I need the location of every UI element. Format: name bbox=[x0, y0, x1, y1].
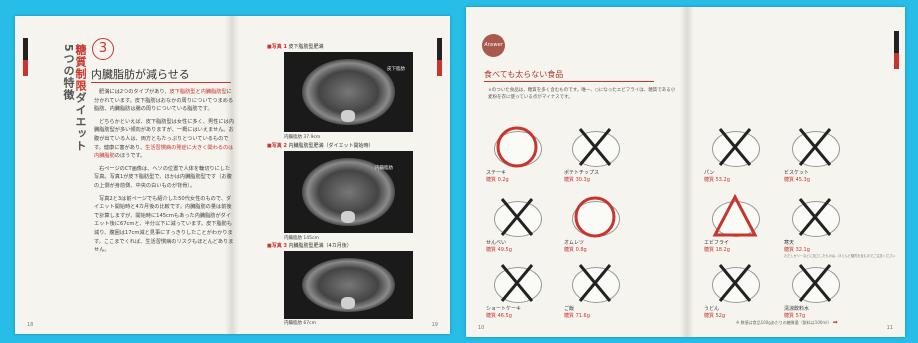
vertical-title-red: 糖質制限 bbox=[74, 44, 87, 92]
page-number: 19 bbox=[431, 322, 438, 328]
fat-value: 内臓脂肪 67cm bbox=[284, 321, 317, 326]
circle-mark-icon bbox=[574, 196, 616, 238]
vertical-title-main: ダイエット bbox=[74, 92, 87, 152]
paragraph: 右ページのCT画像は、ヘソの位置で人体を輪切りにした写真。写真1が皮下脂肪型で、… bbox=[94, 165, 232, 189]
cross-mark-icon bbox=[578, 264, 612, 302]
page-number: 18 bbox=[27, 322, 34, 328]
section-number: 3 bbox=[92, 38, 114, 60]
food-name: 寒天 bbox=[784, 240, 795, 246]
cross-mark-icon bbox=[500, 198, 534, 236]
answer-intro: ×のついた食品は、糖質を多く含むものです。唯一、○になったエビフライは、糖質であ… bbox=[488, 88, 676, 100]
fat-value: 内臓脂肪 37.9cm bbox=[284, 135, 321, 140]
food-item: オムレツ糖質 0.8g bbox=[564, 193, 626, 255]
food-name: オムレツ bbox=[564, 240, 584, 246]
food-item: 清涼飲料水糖質 57g bbox=[784, 259, 846, 321]
page-number: 10 bbox=[478, 325, 485, 331]
arrow-right-icon: ➡ bbox=[832, 319, 838, 326]
food-item: うどん糖質 52g bbox=[704, 259, 766, 321]
page-edge-tab-red bbox=[894, 53, 899, 69]
page-edge-tab bbox=[437, 38, 442, 60]
food-sugar: 糖質 32.1g bbox=[784, 247, 810, 253]
food-name: 清涼飲料水 bbox=[784, 306, 810, 312]
food-name: せんべい bbox=[486, 240, 507, 246]
answer-title-rule bbox=[484, 81, 654, 82]
figure-caption: ■写真 2 内臓脂肪型肥満（ダイエット開始時） bbox=[267, 143, 374, 149]
food-sugar: 糖質 49.5g bbox=[486, 247, 512, 253]
section-title: 内臓脂肪が減らせる bbox=[91, 68, 190, 81]
ct-scan-image: 皮下脂肪 bbox=[284, 52, 413, 132]
cross-mark-icon bbox=[798, 128, 832, 166]
cross-mark-icon bbox=[718, 264, 752, 302]
food-sugar: 糖質 52g bbox=[704, 313, 726, 319]
figure-caption: ■写真 3 内臓脂肪型肥満（4カ月後） bbox=[267, 243, 352, 249]
food-sugar: 糖質 18.2g bbox=[704, 247, 730, 253]
body-text: 肥満には2つのタイプがあり、皮下脂肪型と内臓脂肪型に分かれています。皮下脂肪はお… bbox=[94, 88, 234, 259]
page-edge-tab-red bbox=[23, 60, 28, 76]
food-item: せんべい糖質 49.5g bbox=[486, 193, 548, 255]
fat-value: 内臓脂肪 145cm bbox=[284, 236, 319, 241]
book-gutter bbox=[225, 16, 239, 334]
page-number: 11 bbox=[886, 325, 893, 331]
page-edge-tab bbox=[23, 38, 28, 60]
food-name: ご飯 bbox=[564, 306, 575, 312]
food-sugar: 糖質 46.5g bbox=[486, 313, 512, 319]
food-item: ショートケーキ糖質 46.5g bbox=[486, 259, 548, 321]
section-title-rule bbox=[91, 82, 231, 83]
food-sugar: 糖質 45.3g bbox=[784, 177, 810, 183]
food-name: エビフライ bbox=[704, 240, 730, 246]
page-edge-tab-red bbox=[437, 60, 442, 76]
food-item: ビスケット糖質 45.3g bbox=[784, 123, 846, 185]
cross-mark-icon bbox=[718, 128, 752, 166]
paragraph: 肥満には2つのタイプがあり、皮下脂肪型と内臓脂肪型に分かれています。皮下脂肪はお… bbox=[94, 89, 234, 113]
food-item: ご飯糖質 71.6g bbox=[564, 259, 626, 321]
answer-title: 食べても太らない食品 bbox=[484, 70, 564, 79]
answer-badge: Answer bbox=[482, 34, 505, 57]
food-sugar: 糖質 71.6g bbox=[564, 313, 590, 319]
ct-label: 皮下脂肪 bbox=[387, 67, 405, 72]
food-name: パン bbox=[704, 170, 715, 176]
food-sugar: 糖質 30.3g bbox=[564, 177, 590, 183]
food-name: ビスケット bbox=[784, 170, 810, 176]
cross-mark-icon bbox=[578, 128, 612, 166]
chapter-vertical-title: 糖質制限ダイエット 5つの特徴 bbox=[62, 44, 87, 152]
ct-scan-image bbox=[284, 251, 413, 319]
book-gutter bbox=[680, 7, 694, 337]
food-name: ステーキ bbox=[486, 170, 507, 176]
ct-scan-image: 内臓脂肪 bbox=[284, 151, 413, 233]
right-book-spread: Answer 食べても太らない食品 ×のついた食品は、糖質を多く含むものです。唯… bbox=[466, 7, 905, 337]
food-sugar: 糖質 53.2g bbox=[704, 177, 730, 183]
food-item: ステーキ糖質 0.2g bbox=[486, 123, 548, 185]
food-name: ポテトチップス bbox=[564, 170, 600, 176]
circle-mark-icon bbox=[496, 126, 538, 168]
vertical-title-sub: 5つの特徴 bbox=[62, 44, 75, 101]
food-name: うどん bbox=[704, 306, 720, 312]
cross-mark-icon bbox=[500, 264, 534, 302]
page-edge-tab bbox=[894, 31, 899, 53]
food-sugar: 糖質 0.8g bbox=[564, 247, 587, 253]
food-item: ポテトチップス糖質 30.3g bbox=[564, 123, 626, 185]
paragraph: 写真2と3は前ページでも紹介した50代女性のもので、ダイエット開始時と4カ月後の… bbox=[94, 195, 234, 254]
cross-mark-icon bbox=[798, 264, 832, 302]
food-name: ショートケーキ bbox=[486, 306, 522, 312]
triangle-mark-icon bbox=[712, 193, 758, 237]
cross-mark-icon bbox=[798, 198, 832, 236]
footnote: ※ 数値は食品100gあたりの糖質量（飲料は100ml） ➡ bbox=[736, 319, 838, 326]
ct-label: 内臓脂肪 bbox=[375, 166, 393, 171]
food-sugar: 糖質 0.2g bbox=[486, 177, 509, 183]
paragraph: どちらかといえば、皮下脂肪型は女性に多く、男性には内臓脂肪型が多い傾向があります… bbox=[94, 118, 234, 160]
figure-caption: ■写真 1 皮下脂肪型肥満 bbox=[267, 44, 324, 50]
food-item: パン糖質 53.2g bbox=[704, 123, 766, 185]
food-item: エビフライ糖質 18.2g bbox=[704, 193, 766, 255]
left-book-spread: 糖質制限ダイエット 5つの特徴 3 内臓脂肪が減らせる 肥満には2つのタイプがあ… bbox=[15, 16, 450, 334]
food-sugar: 糖質 57g bbox=[784, 313, 806, 319]
food-note: ただしゼリーなどに加工したものは、ほとんど糖質を含むのでご注意ください bbox=[784, 254, 896, 258]
